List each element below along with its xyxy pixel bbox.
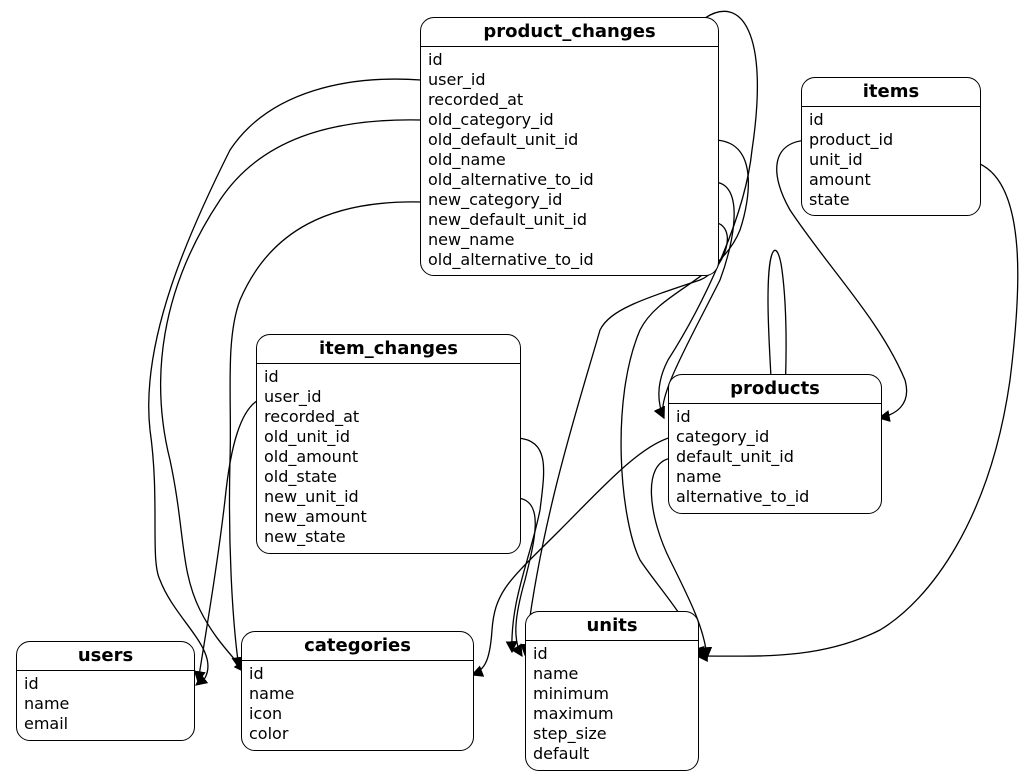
field: old_name: [428, 150, 506, 169]
field: recorded_at: [264, 407, 360, 426]
field: old_amount: [264, 447, 359, 466]
entity-title: product_changes: [421, 18, 718, 47]
field: name: [676, 467, 722, 486]
field: category_id: [676, 427, 770, 446]
entity-title: categories: [242, 632, 473, 661]
field: new_category_id: [428, 190, 563, 209]
field: recorded_at: [428, 90, 524, 109]
field: name: [533, 664, 579, 683]
field: old_unit_id: [264, 427, 350, 446]
field: unit_id: [809, 150, 863, 169]
field: step_size: [533, 724, 607, 743]
field: amount: [809, 170, 871, 189]
entity-title: users: [17, 642, 194, 671]
field: icon: [249, 704, 283, 723]
field: id: [428, 50, 443, 69]
field: id: [264, 367, 279, 386]
field: new_amount: [264, 507, 367, 526]
entity-title: item_changes: [257, 335, 520, 364]
field: default: [533, 744, 590, 763]
field: user_id: [428, 70, 486, 89]
field: old_alternative_to_id: [428, 250, 594, 269]
field: name: [249, 684, 295, 703]
entity-items[interactable]: items id product_id unit_id amount state: [801, 77, 981, 216]
field: id: [533, 644, 548, 663]
field: color: [249, 724, 289, 743]
entity-products[interactable]: products id category_id default_unit_id …: [668, 374, 882, 514]
field: minimum: [533, 684, 609, 703]
entity-title: items: [802, 78, 980, 107]
entity-units[interactable]: units id name minimum maximum step_size …: [525, 611, 699, 771]
entity-product-changes[interactable]: product_changes id user_id recorded_at o…: [420, 17, 719, 276]
field: id: [676, 407, 691, 426]
entity-title: units: [526, 612, 698, 641]
field: id: [249, 664, 264, 683]
field: new_default_unit_id: [428, 210, 587, 229]
field: id: [24, 674, 39, 693]
field: maximum: [533, 704, 614, 723]
field: id: [809, 110, 824, 129]
field: state: [809, 190, 850, 209]
entity-title: products: [669, 375, 881, 404]
field: old_alternative_to_id: [428, 170, 594, 189]
field: user_id: [264, 387, 322, 406]
field: old_category_id: [428, 110, 554, 129]
entity-users[interactable]: users id name email: [16, 641, 195, 741]
entity-item-changes[interactable]: item_changes id user_id recorded_at old_…: [256, 334, 521, 554]
field: new_unit_id: [264, 487, 359, 506]
field: old_state: [264, 467, 337, 486]
field: name: [24, 694, 70, 713]
entity-categories[interactable]: categories id name icon color: [241, 631, 474, 751]
field: old_default_unit_id: [428, 130, 579, 149]
field: alternative_to_id: [676, 487, 810, 506]
field: default_unit_id: [676, 447, 794, 466]
field: new_state: [264, 527, 346, 546]
field: new_name: [428, 230, 515, 249]
field: product_id: [809, 130, 894, 149]
field: email: [24, 714, 69, 733]
